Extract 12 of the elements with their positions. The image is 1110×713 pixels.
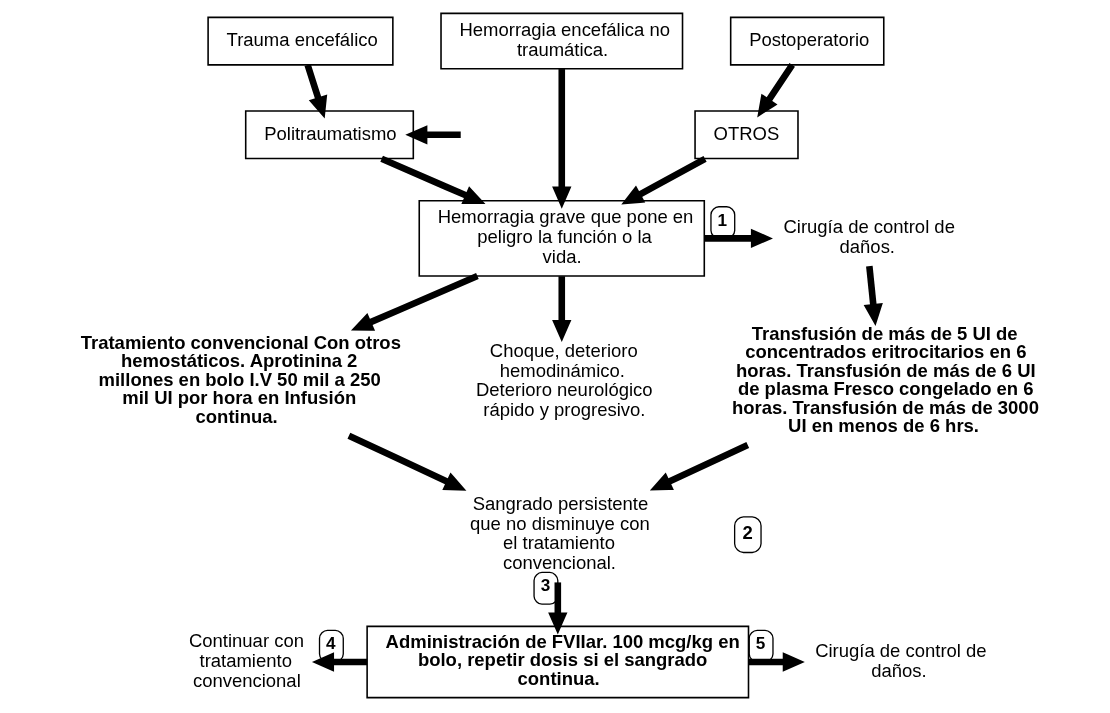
edge-label: 4 [325, 633, 336, 654]
node-text: Choque, deterioro hemodinámico. Deterioro neurológico rápido y progresivo. [475, 339, 653, 421]
node-text: Cirugía de control de daños. [814, 639, 987, 681]
label: 2 [742, 521, 753, 543]
node-text: Sangrado persistente que no disminuye con el tratamiento convencional. [469, 492, 650, 574]
node-text: Cirugía de control de daños. [782, 216, 955, 258]
edge-label: 1 [717, 209, 727, 230]
node-text: Transfusión de más de 5 UI de concentrados eritrocitarios en 6 horas. Transfusión de más de 6 UI de plasma Fresco congelado en 6 horas. Transfusión de más de 3000 UI en menos de 6 hrs. [731, 322, 1039, 436]
node-text: Tratamiento convencional Con otros hemostáticos. Aprotinina 2 millones en bolo I.V 50 mil a 250 mil UI por hora en Infusión continua. [80, 331, 401, 427]
node-text: Continuar con tratamiento convencional [188, 630, 304, 691]
edge-label: 3 [540, 575, 550, 596]
edge-label: 5 [755, 633, 765, 654]
